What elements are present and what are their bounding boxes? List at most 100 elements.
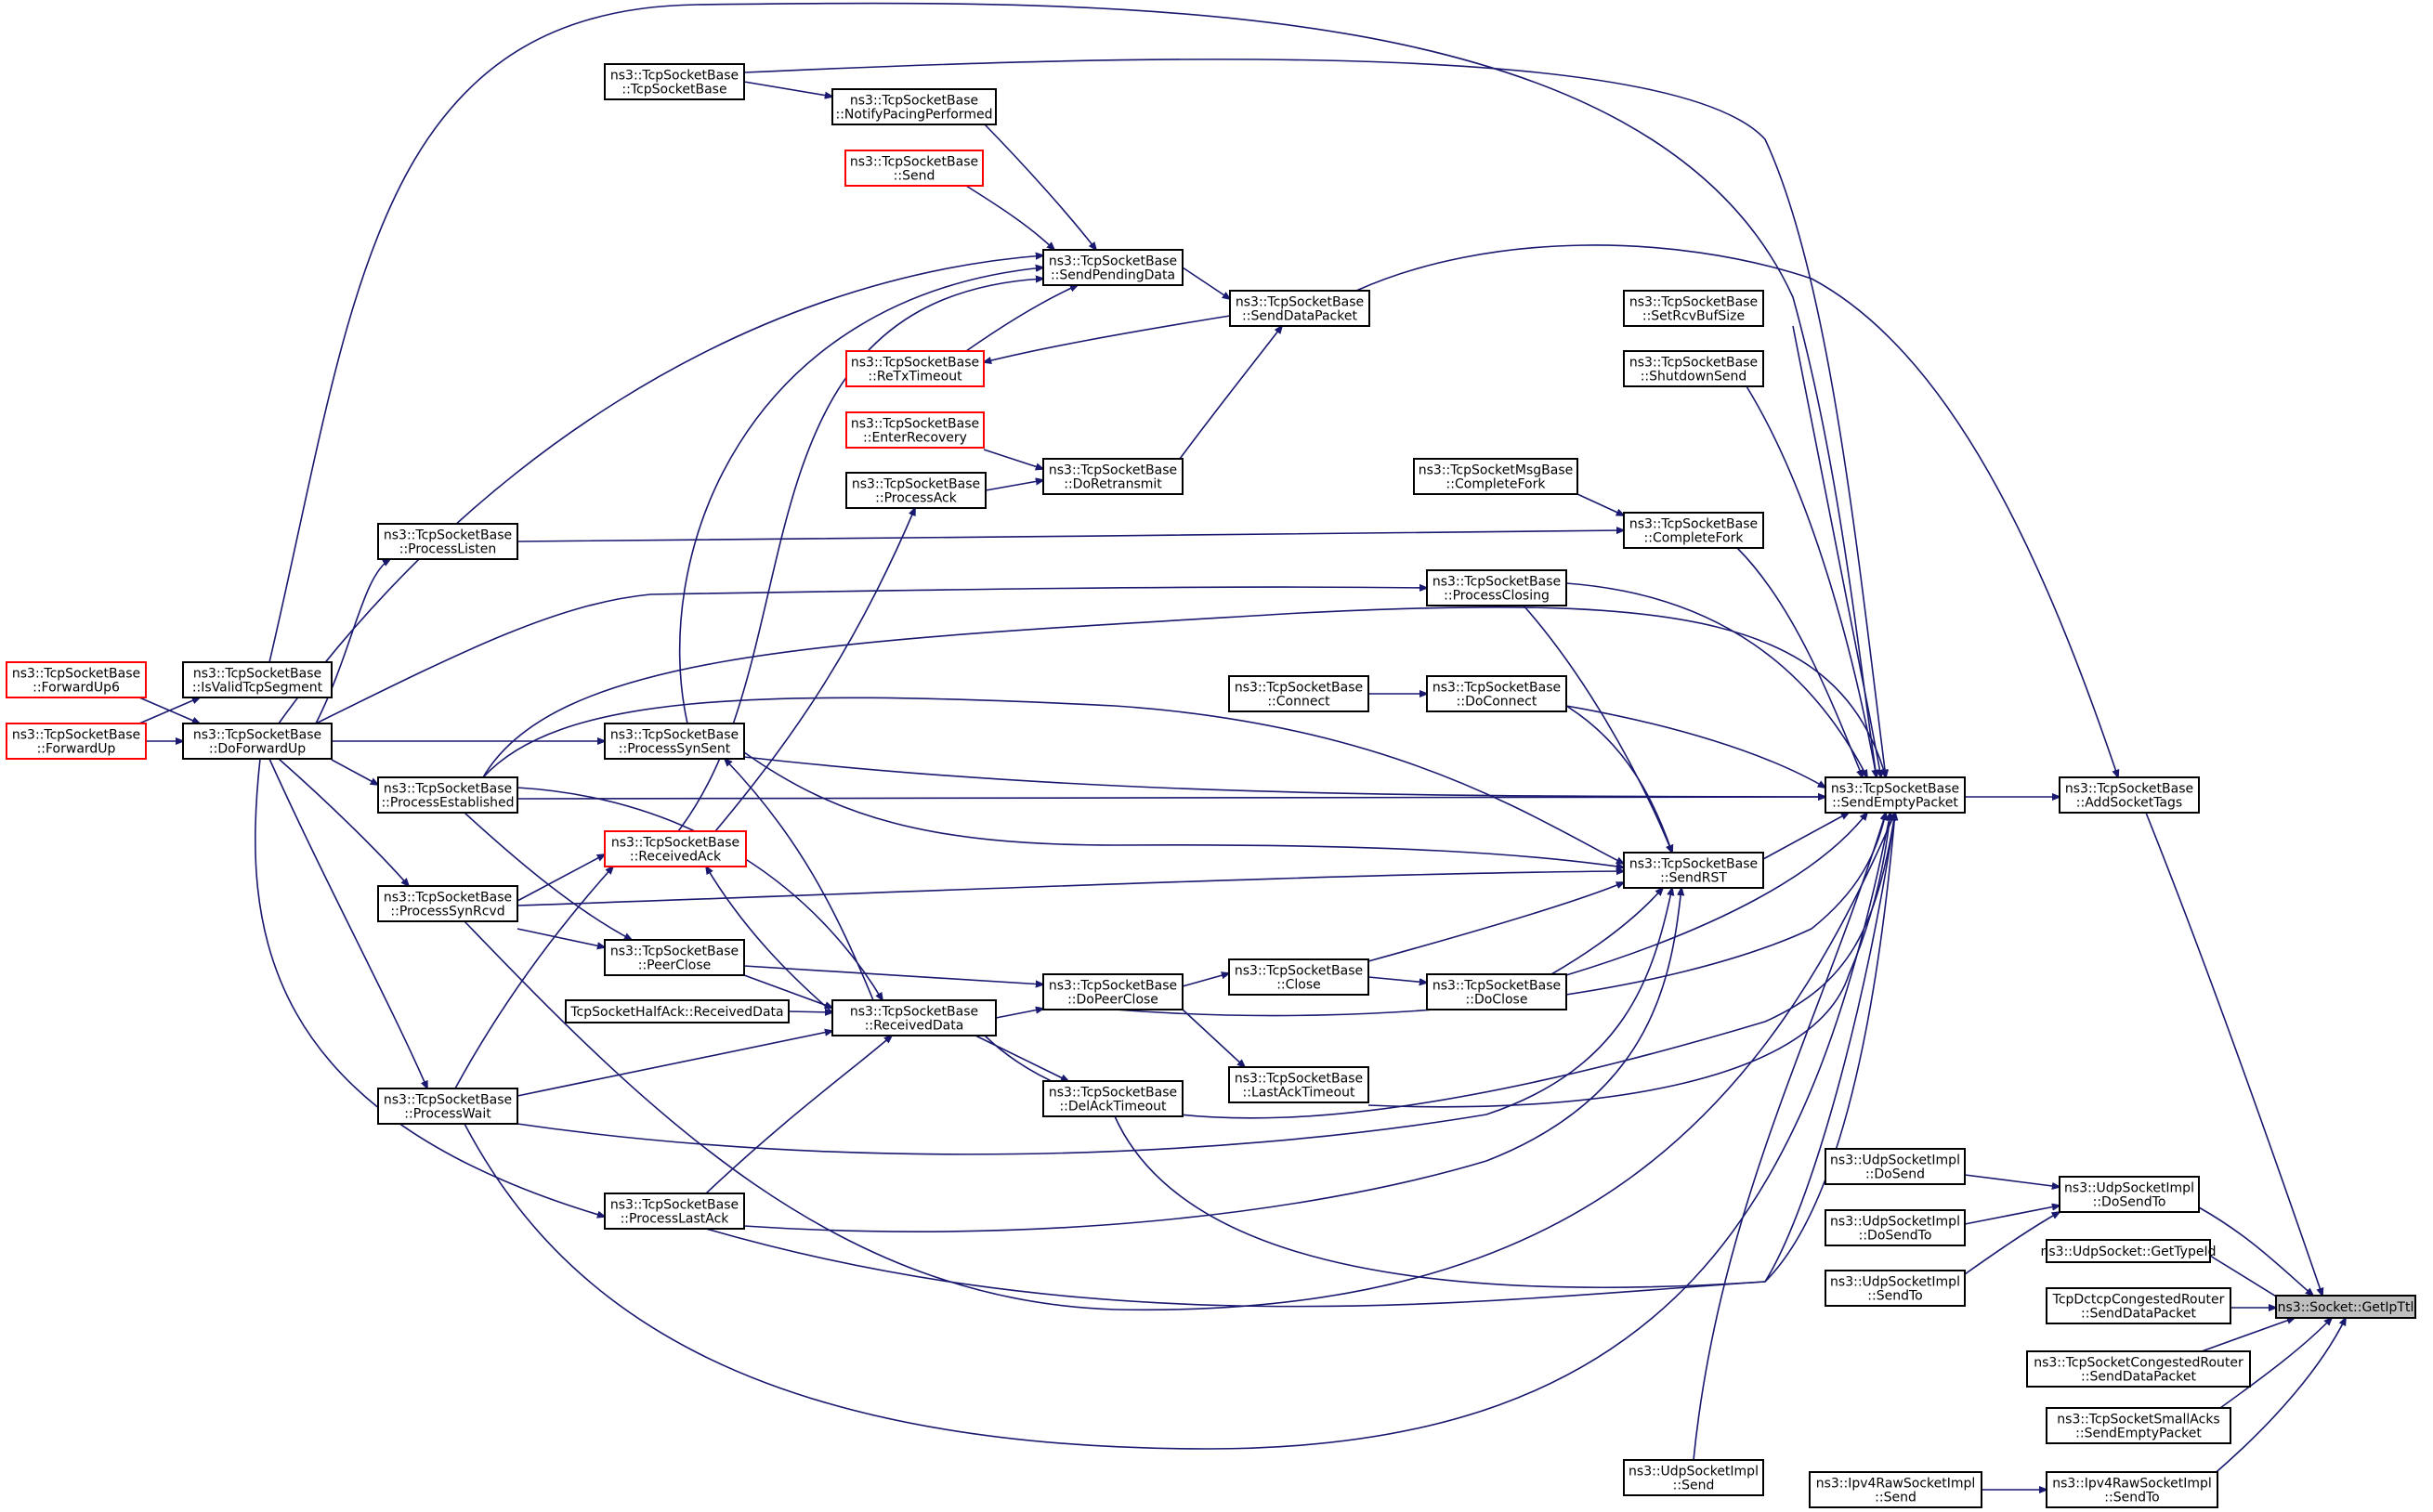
node-enter-recovery[interactable]: ns3::TcpSocketBase::EnterRecovery xyxy=(845,411,985,449)
node-received-data[interactable]: ns3::TcpSocketBase::ReceivedData xyxy=(831,999,997,1036)
edge-process_last_ack-to-received_data xyxy=(705,1036,892,1194)
node-process-last-ack[interactable]: ns3::TcpSocketBase::ProcessLastAck xyxy=(604,1193,745,1230)
node-send-pending[interactable]: ns3::TcpSocketBase::SendPendingData xyxy=(1042,249,1184,286)
node-do-peer-close[interactable]: ns3::TcpSocketBase::DoPeerClose xyxy=(1042,973,1184,1010)
node-udp-send[interactable]: ns3::UdpSocketImpl::Send xyxy=(1623,1459,1764,1496)
node-process-ack[interactable]: ns3::TcpSocketBase::ProcessAck xyxy=(845,472,987,509)
node-do-forward-up[interactable]: ns3::TcpSocketBase::DoForwardUp xyxy=(182,723,333,760)
node-label-line: ::LastAckTimeout xyxy=(1243,1086,1355,1101)
node-close[interactable]: ns3::TcpSocketBase::Close xyxy=(1228,958,1369,996)
edge-path xyxy=(706,867,833,1013)
node-label-line: ::ProcessLastAck xyxy=(621,1212,730,1227)
node-box xyxy=(1042,973,1184,1010)
node-label-line: ::SendDataPacket xyxy=(1242,309,1357,324)
node-forward-up6[interactable]: ns3::TcpSocketBase::ForwardUp6 xyxy=(6,661,147,698)
edge-do_forward_up-to-process_established xyxy=(331,759,378,785)
edge-path xyxy=(1182,267,1230,299)
node-udp-do-send-to-left[interactable]: ns3::UdpSocketImpl::DoSendTo xyxy=(1825,1209,1966,1246)
node-del-ack-timeout[interactable]: ns3::TcpSocketBase::DelAckTimeout xyxy=(1042,1080,1184,1117)
node-udp-do-send-to[interactable]: ns3::UdpSocketImpl::DoSendTo xyxy=(2059,1176,2200,1213)
edge-close-to-send_rst xyxy=(1367,882,1624,962)
node-udp-get-type-id[interactable]: ns3::UdpSocket::GetTypeId xyxy=(2041,1239,2217,1263)
node-send[interactable]: ns3::TcpSocketBase::Send xyxy=(844,150,984,187)
node-udp-do-send[interactable]: ns3::UdpSocketImpl::DoSend xyxy=(1825,1148,1966,1185)
edge-msg_complete_fork-to-complete_fork xyxy=(1576,493,1624,515)
node-label-line: ::SendTo xyxy=(1867,1289,1922,1304)
node-do-retransmit[interactable]: ns3::TcpSocketBase::DoRetransmit xyxy=(1042,458,1184,495)
node-label-line: ns3::TcpSocketBase xyxy=(1049,254,1177,269)
node-box xyxy=(2046,1239,2211,1263)
node-label-line: ::TcpSocketBase xyxy=(621,83,726,98)
node-do-connect[interactable]: ns3::TcpSocketBase::DoConnect xyxy=(1426,675,1567,712)
node-received-ack[interactable]: ns3::TcpSocketBase::ReceivedAck xyxy=(604,830,747,867)
node-box xyxy=(2059,1176,2200,1213)
node-add-socket-tags[interactable]: ns3::TcpSocketBase::AddSocketTags xyxy=(2059,776,2200,814)
node-box xyxy=(845,472,987,509)
node-box xyxy=(604,939,745,976)
edge-path xyxy=(743,974,832,1008)
edge-is_valid_seg-to-send_empty_packet xyxy=(268,2,1877,777)
node-label-line: ns3::TcpSocketBase xyxy=(1235,964,1363,979)
node-ipv4raw-send[interactable]: ns3::Ipv4RawSocketImpl::Send xyxy=(1809,1471,1982,1508)
node-peer-close[interactable]: ns3::TcpSocketBase::PeerClose xyxy=(604,939,745,976)
edge-process_wait-to-received_data xyxy=(517,1031,832,1097)
node-udp-send-to[interactable]: ns3::UdpSocketImpl::SendTo xyxy=(1825,1270,1966,1307)
node-send-data-packet[interactable]: ns3::TcpSocketBase::SendDataPacket xyxy=(1229,290,1370,327)
node-set-rcv-buf[interactable]: ns3::TcpSocketBase::SetRcvBufSize xyxy=(1623,290,1764,327)
node-process-established[interactable]: ns3::TcpSocketBase::ProcessEstablished xyxy=(377,776,518,814)
node-congested-send-data[interactable]: ns3::TcpSocketCongestedRouter::SendDataP… xyxy=(2026,1350,2251,1388)
edge-path xyxy=(315,587,1427,724)
node-box xyxy=(377,885,518,922)
edge-path xyxy=(1367,976,1427,983)
edge-path xyxy=(1355,244,2118,777)
node-label-line: ns3::TcpSocketBase xyxy=(1432,979,1561,994)
node-ipv4raw-send-to[interactable]: ns3::Ipv4RawSocketImpl::SendTo xyxy=(2046,1471,2218,1508)
node-send-rst[interactable]: ns3::TcpSocketBase::SendRST xyxy=(1623,852,1764,889)
node-label-line: ::DoPeerClose xyxy=(1067,993,1158,1008)
node-do-close[interactable]: ns3::TcpSocketBase::DoClose xyxy=(1426,973,1567,1010)
edge-process_established-to-send_rst xyxy=(482,697,1624,864)
edge-path xyxy=(2198,1206,2313,1296)
node-process-syn-rcvd[interactable]: ns3::TcpSocketBase::ProcessSynRcvd xyxy=(377,885,518,922)
edge-notify_pacing-to-send_pending xyxy=(984,124,1096,250)
node-label-line: ::CompleteFork xyxy=(1644,531,1745,546)
node-shutdown-send[interactable]: ns3::TcpSocketBase::ShutdownSend xyxy=(1623,350,1764,387)
node-small-acks-send-empty[interactable]: ns3::TcpSocketSmallAcks::SendEmptyPacket xyxy=(2046,1407,2231,1444)
edge-last_ack_timeout-to-send_empty_packet xyxy=(1367,813,1890,1108)
node-get-ip-ttl[interactable]: ns3::Socket::GetIpTtl xyxy=(2275,1295,2416,1319)
node-dctcp-send-data[interactable]: TcpDctcpCongestedRouter::SendDataPacket xyxy=(2046,1287,2231,1324)
node-retx-timeout[interactable]: ns3::TcpSocketBase::ReTxTimeout xyxy=(845,350,985,387)
node-label-line: ns3::Ipv4RawSocketImpl xyxy=(1816,1477,1976,1492)
node-process-listen[interactable]: ns3::TcpSocketBase::ProcessListen xyxy=(377,523,518,560)
node-box xyxy=(1228,958,1369,996)
node-label-line: ::ProcessListen xyxy=(399,542,497,557)
node-notify-pacing[interactable]: ns3::TcpSocketBase::NotifyPacingPerforme… xyxy=(831,88,997,125)
node-halfack-received[interactable]: TcpSocketHalfAck::ReceivedData xyxy=(565,999,790,1023)
edge-do_close-to-send_empty_packet xyxy=(1565,813,1867,976)
node-process-closing[interactable]: ns3::TcpSocketBase::ProcessClosing xyxy=(1426,569,1567,606)
node-box xyxy=(377,776,518,814)
node-last-ack-timeout[interactable]: ns3::TcpSocketBase::LastAckTimeout xyxy=(1228,1066,1369,1103)
edge-path xyxy=(482,697,1624,864)
node-tsb-ctor[interactable]: ns3::TcpSocketBase::TcpSocketBase xyxy=(604,63,745,100)
node-process-wait[interactable]: ns3::TcpSocketBase::ProcessWait xyxy=(377,1088,518,1125)
nodes-layer: ns3::TcpSocketBase::TcpSocketBasens3::Tc… xyxy=(6,63,2416,1508)
node-label-line: ns3::TcpSocketBase xyxy=(2065,782,2193,797)
node-connect[interactable]: ns3::TcpSocketBase::Connect xyxy=(1228,675,1369,712)
node-process-syn-sent[interactable]: ns3::TcpSocketBase::ProcessSynSent xyxy=(604,723,745,760)
node-label-line: ns3::TcpSocketBase xyxy=(610,728,739,743)
node-msg-complete-fork[interactable]: ns3::TcpSocketMsgBase::CompleteFork xyxy=(1413,458,1578,495)
edge-path xyxy=(743,888,1681,1232)
node-complete-fork[interactable]: ns3::TcpSocketBase::CompleteFork xyxy=(1623,512,1764,549)
edge-ipv4raw_send_to-to-get_ip_ttl xyxy=(2210,1318,2346,1478)
node-send-empty-packet[interactable]: ns3::TcpSocketBase::SendEmptyPacket xyxy=(1825,776,1966,814)
node-box xyxy=(1825,1209,1966,1246)
edge-path xyxy=(1114,813,1886,1017)
node-box xyxy=(1623,512,1764,549)
node-forward-up[interactable]: ns3::TcpSocketBase::ForwardUp xyxy=(6,723,147,760)
node-box xyxy=(845,350,985,387)
node-label-line: ns3::TcpSocketBase xyxy=(1629,295,1758,310)
edge-forward_up-to-is_valid_seg xyxy=(138,697,200,724)
node-is-valid-seg[interactable]: ns3::TcpSocketBase::IsValidTcpSegment xyxy=(182,661,333,698)
edge-process_established-to-send_empty_packet xyxy=(517,797,1825,799)
